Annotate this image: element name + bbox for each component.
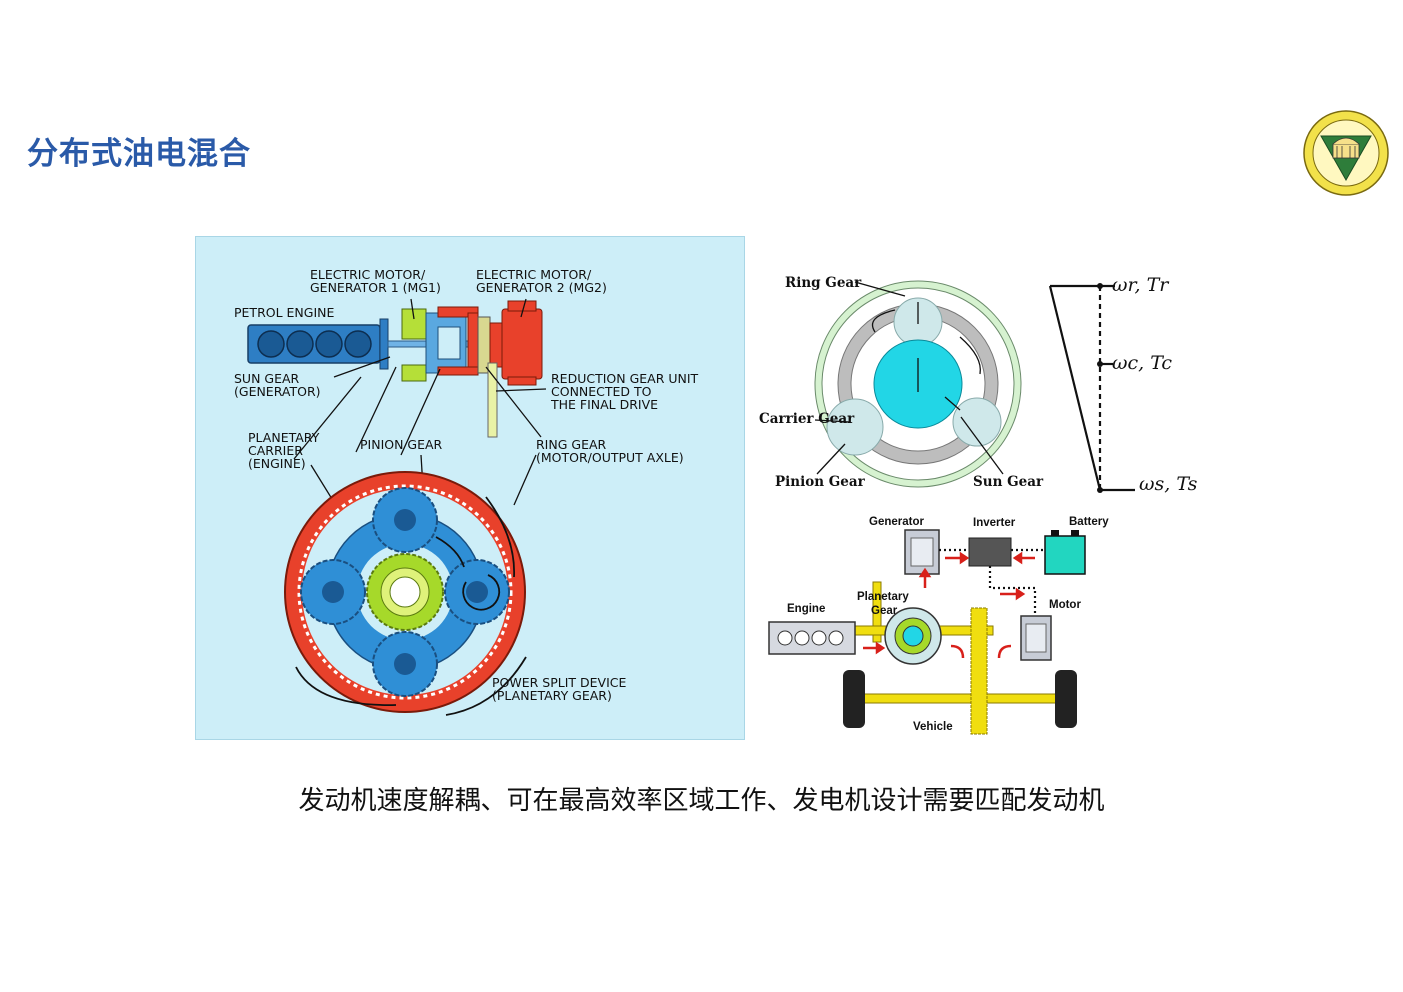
ring-gear-label-line1: RING GEAR <box>536 437 607 452</box>
wheel-left <box>843 670 865 728</box>
lever-analogy-diagram: Ring Gear Carrier Gear Pinion Gear Sun G… <box>755 262 1200 502</box>
planetary-text-line1: Planetary <box>857 591 909 603</box>
reduction-label-line1: REDUCTION GEAR UNIT <box>551 371 699 386</box>
generator-text: Generator <box>869 516 924 528</box>
mg1-label-line2: GENERATOR 1 (MG1) <box>310 280 441 295</box>
mg2-block <box>437 306 479 318</box>
mg1-label-line1: ELECTRIC MOTOR/ <box>310 267 426 282</box>
planetary-gear-set <box>284 471 527 716</box>
omega-s-label: ωs, Ts <box>1139 473 1198 495</box>
sun-gear-text: Sun Gear <box>973 474 1044 490</box>
ring-gear-label-line2: (MOTOR/OUTPUT AXLE) <box>536 450 684 465</box>
battery-text: Battery <box>1069 516 1109 528</box>
psd-label-line2: (PLANETARY GEAR) <box>492 688 612 703</box>
mg1-block <box>401 308 427 340</box>
mg2-label-line2: GENERATOR 2 (MG2) <box>476 280 607 295</box>
inverter-text: Inverter <box>973 517 1016 529</box>
power-split-device-diagram: ELECTRIC MOTOR/ GENERATOR 1 (MG1) ELECTR… <box>195 236 745 740</box>
mg2-label-line1: ELECTRIC MOTOR/ <box>476 267 592 282</box>
psd-label-line1: POWER SPLIT DEVICE <box>492 675 627 690</box>
omega-r-label: ωr, Tr <box>1112 274 1170 296</box>
petrol-engine-label: PETROL ENGINE <box>234 305 335 320</box>
vehicle-text: Vehicle <box>913 721 953 733</box>
carrier-gear-text: Carrier Gear <box>759 411 855 427</box>
page-title: 分布式油电混合 <box>27 136 251 172</box>
ring-gear-text: Ring Gear <box>785 275 862 291</box>
omega-c-label: ωc, Tc <box>1112 352 1172 374</box>
battery-box <box>1044 535 1086 575</box>
university-seal-logo <box>1303 110 1389 196</box>
reduction-label-line3: THE FINAL DRIVE <box>550 397 658 412</box>
carrier-label-line3: (ENGINE) <box>248 456 306 471</box>
carrier-label-line2: CARRIER <box>248 443 303 458</box>
planetary-text-line2: Gear <box>871 605 898 617</box>
inverter-box <box>968 537 1012 567</box>
sun-gear-label-line2: (GENERATOR) <box>234 384 321 399</box>
wheel-right <box>1055 670 1077 728</box>
engine-text: Engine <box>787 603 825 615</box>
carrier-label-line1: PLANETARY <box>248 430 320 445</box>
pinion-gear-text: Pinion Gear <box>775 474 866 490</box>
reduction-label-line2: CONNECTED TO <box>551 384 652 399</box>
motor-text: Motor <box>1049 599 1081 611</box>
slide-caption: 发动机速度解耦、可在最高效率区域工作、发电机设计需要匹配发动机 <box>298 786 1105 816</box>
hybrid-system-diagram: Generator Inverter Battery Engine Planet… <box>765 510 1120 740</box>
sun-gear-label-line1: SUN GEAR <box>234 371 300 386</box>
pinion-gear-label: PINION GEAR <box>360 437 443 452</box>
